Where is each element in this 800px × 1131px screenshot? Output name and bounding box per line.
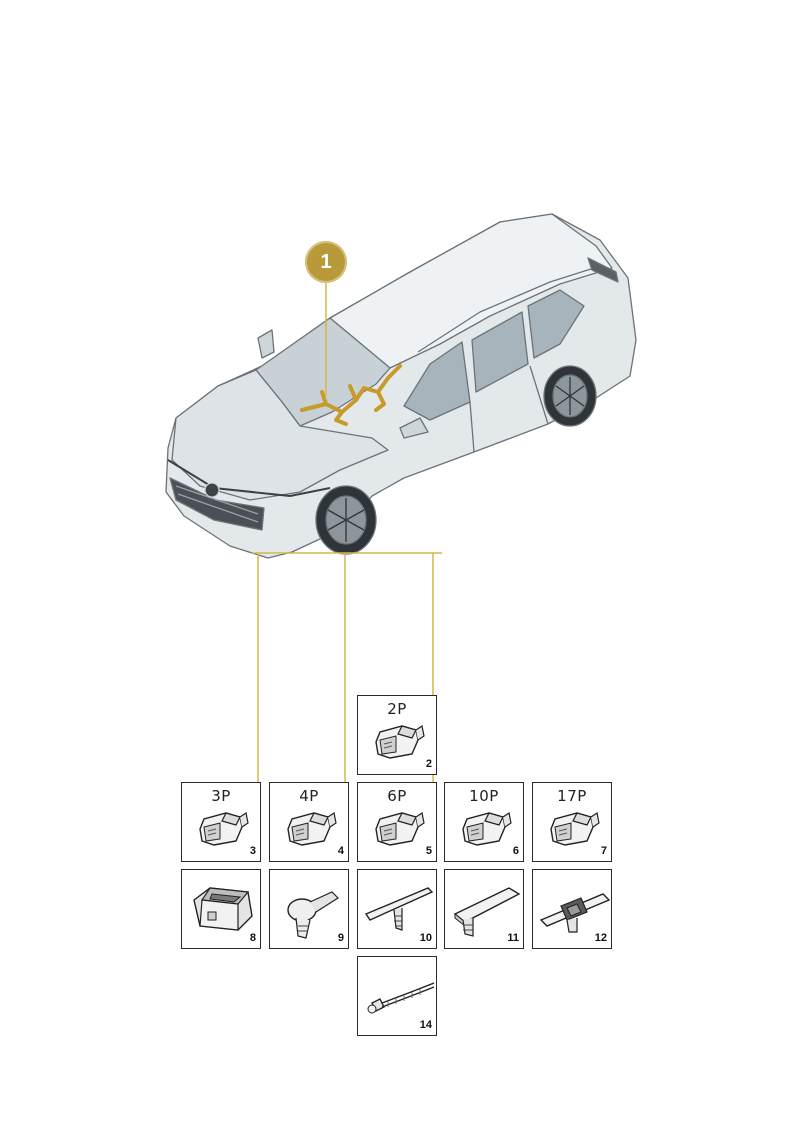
wiring-harness — [300, 364, 402, 426]
part-11-box[interactable]: 11 — [444, 869, 524, 949]
part-code-label: 17P — [557, 787, 587, 805]
part-number-label: 2 — [425, 758, 432, 770]
part-connector-icon — [550, 812, 600, 846]
car-illustration — [165, 213, 637, 559]
part-7-box[interactable]: 17P 7 — [532, 782, 612, 862]
part-number-label: 9 — [337, 932, 344, 944]
part-5-box[interactable]: 6P 5 — [357, 782, 437, 862]
part-10-box[interactable]: 10 — [357, 869, 437, 949]
part-code-label: 4P — [299, 787, 319, 805]
part-14-box[interactable]: 14 — [357, 956, 437, 1036]
callout-badge[interactable]: 1 — [305, 241, 347, 283]
part-strip-clip-block-icon — [539, 893, 611, 933]
part-2-box[interactable]: 2P 2 — [357, 695, 437, 775]
part-number-label: 14 — [419, 1019, 432, 1031]
part-number-label: 11 — [507, 932, 519, 944]
part-12-box[interactable]: 12 — [532, 869, 612, 949]
part-number-label: 5 — [425, 845, 432, 857]
part-connector-icon — [375, 725, 425, 759]
part-connector-icon — [462, 812, 512, 846]
part-clip-round-icon — [287, 891, 339, 939]
part-strip-clip-icon — [364, 887, 434, 931]
part-number-label: 12 — [594, 932, 607, 944]
part-code-label: 10P — [469, 787, 499, 805]
part-code-label: 6P — [387, 787, 407, 805]
part-3-box[interactable]: 3P 3 — [181, 782, 261, 862]
part-number-label: 8 — [249, 932, 256, 944]
part-4-box[interactable]: 4P 4 — [269, 782, 349, 862]
part-number-label: 7 — [600, 845, 607, 857]
part-9-box[interactable]: 9 — [269, 869, 349, 949]
part-cable-tie-icon — [367, 982, 435, 1014]
part-housing-icon — [193, 887, 253, 931]
part-connector-icon — [199, 812, 249, 846]
part-code-label: 2P — [387, 700, 407, 718]
part-code-label: 3P — [211, 787, 231, 805]
part-number-label: 6 — [512, 845, 519, 857]
part-8-box[interactable]: 8 — [181, 869, 261, 949]
part-strip-clip-wide-icon — [453, 887, 521, 937]
part-number-label: 4 — [337, 845, 344, 857]
part-number-label: 10 — [419, 932, 432, 944]
part-6-box[interactable]: 10P 6 — [444, 782, 524, 862]
part-connector-icon — [375, 812, 425, 846]
part-number-label: 3 — [249, 845, 256, 857]
part-connector-icon — [287, 812, 337, 846]
